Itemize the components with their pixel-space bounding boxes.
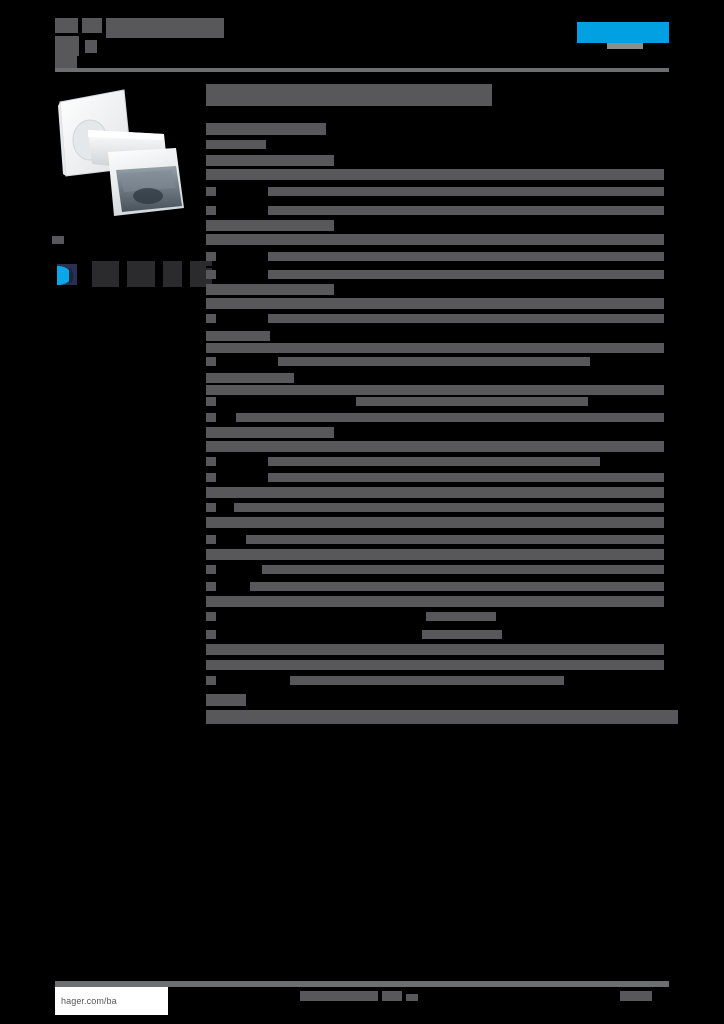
spec-row-value [290,676,564,685]
motion-detector-illustration [58,89,184,216]
pictogram-icon-1 [91,261,120,287]
spec-row-value [268,187,664,196]
spec-section [206,411,680,471]
spec-row-label [206,331,270,341]
spec-row-label [206,630,216,639]
spec-row-value [206,517,664,528]
spec-row-value [268,270,664,279]
feature-icon-row [52,256,212,292]
footer-url[interactable]: hager.com/ba [61,996,117,1006]
spec-row-label [206,582,216,591]
pictogram-icon-3 [162,261,183,287]
spec-row-label [206,676,216,685]
document-title-line-3 [55,55,77,69]
spec-section [206,202,680,268]
header-divider [55,68,669,72]
footer-divider [55,981,669,987]
spec-row-label [206,694,246,706]
hager-logo [577,22,669,52]
product-reference [206,140,266,149]
spec-row-label [206,413,216,422]
spec-row-label [206,373,294,383]
spec-row-label [206,270,216,279]
spec-row-value [206,234,664,245]
spec-row-label [206,397,216,406]
spec-row-label [206,473,216,482]
spec-row-value [268,252,664,261]
document-title-line-2 [55,36,79,56]
spec-row-label [206,220,334,231]
footer-url-box[interactable]: hager.com/ba [55,987,168,1015]
footer-center-bar-1 [300,991,378,1001]
spec-section [206,580,680,628]
spec-row-label [206,612,216,621]
spec-row-value [426,612,496,621]
spec-row-label [206,535,216,544]
spec-row-value [422,630,502,639]
left-column [52,84,202,244]
spec-row-value [206,487,664,498]
spec-row-value [262,565,664,574]
spec-row-value [206,644,664,655]
hager-logo-wordmark [577,22,669,43]
spec-row-value [268,473,664,482]
spec-row-value [356,397,588,406]
footer-page-number [620,991,652,1001]
document-title-line-2b [85,40,97,53]
spec-row-label [206,457,216,466]
hager-logo-shadow [607,43,643,49]
spec-row-value [268,206,664,215]
product-heading [206,84,492,106]
spec-section [206,628,680,692]
footer-center-bar-2 [382,991,402,1001]
spec-row-value [206,441,664,452]
spec-row-label [206,187,216,196]
spec-row-label [206,314,216,323]
spec-section [206,533,680,580]
spec-row-value [268,457,600,466]
page-header [55,18,669,70]
spec-section [206,692,680,732]
spec-row-value [234,503,664,512]
spec-row-value [206,343,664,353]
spec-row-value [206,169,664,180]
spec-row-label [206,206,216,215]
spec-row-value [206,549,664,560]
spec-row-label [206,155,334,166]
spec-row-label [206,427,334,438]
spec-row-value [206,710,678,724]
spec-row-value [246,535,664,544]
spec-row-label [206,565,216,574]
product-photo [52,84,202,232]
spec-row-label [206,284,334,295]
product-subheading [206,123,326,135]
spec-row-value [206,298,664,309]
document-title-line-1b [82,18,102,33]
spec-row-value [206,660,664,670]
spec-row-value [250,582,664,591]
pictogram-icon-2 [127,261,155,287]
spec-row-value [206,385,664,395]
footer-center-bar-3 [406,994,418,1001]
document-title-line-1 [55,18,78,33]
spec-section [206,155,680,202]
spec-row-label [206,357,216,366]
spec-row-label [206,503,216,512]
spec-section [206,268,680,329]
specification-table [206,155,680,732]
page-footer: hager.com/ba [55,987,669,1017]
spec-row-value [278,357,590,366]
spec-row-value [236,413,664,422]
spec-row-value [206,596,664,607]
spec-section [206,329,680,371]
product-photo-caption [52,236,64,244]
right-column [206,84,680,149]
spec-section [206,471,680,533]
spec-section [206,371,680,411]
spec-row-value [268,314,664,323]
spec-row-label [206,252,216,261]
document-title-line-1c [106,18,224,38]
detection-zone-icon [52,258,84,290]
